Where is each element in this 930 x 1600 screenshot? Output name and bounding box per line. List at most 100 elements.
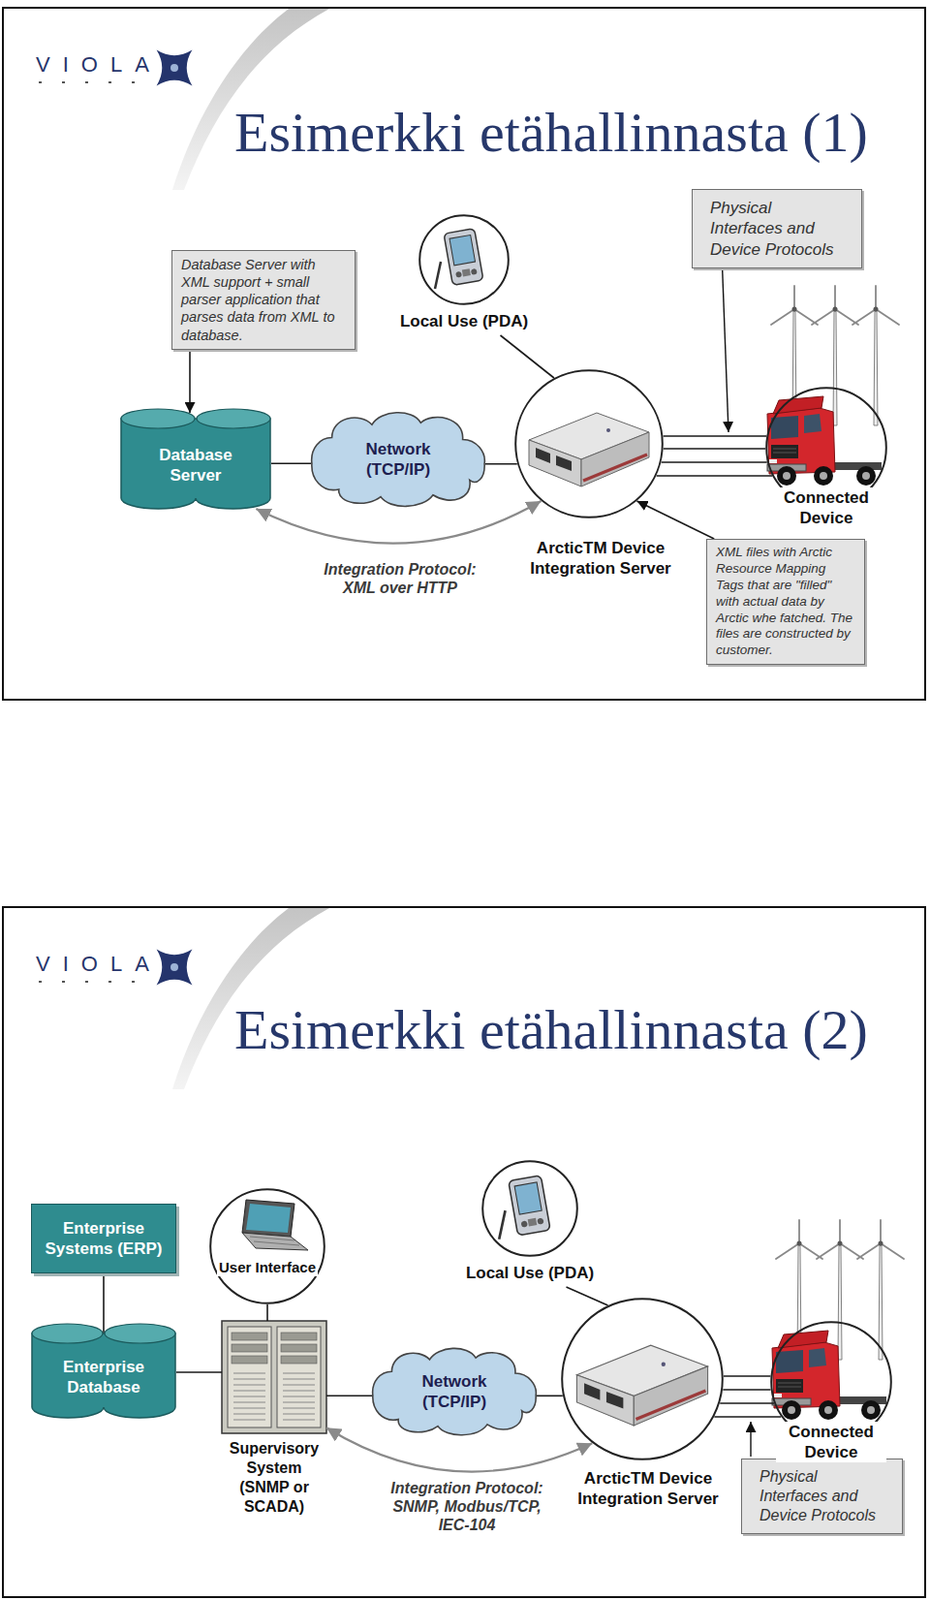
edge-label-holder: Integration Protocol: SNMP, Modbus/TCP, … — [373, 1478, 560, 1534]
slide-title-holder: Esimerkki etähallinnasta (2) — [234, 997, 868, 1062]
connector — [536, 1395, 563, 1397]
node-label: User Interface — [217, 1257, 318, 1276]
node-label: Local Use (PDA) — [391, 310, 537, 332]
node-outline — [419, 215, 509, 305]
connector — [566, 1286, 609, 1305]
logo-text-holder: VIOLA — [35, 951, 162, 977]
connector — [102, 1272, 105, 1333]
logo-text: VIOLA — [35, 951, 162, 977]
node-outline — [196, 408, 271, 429]
callout-box: Database Server with XML support + small… — [171, 249, 356, 350]
node-label: Network (TCP/IP) — [401, 1370, 508, 1412]
device-picture — [528, 412, 650, 487]
slide-title: Esimerkki etähallinnasta (1) — [234, 100, 868, 165]
logo-text: VIOLA — [35, 52, 162, 78]
pda-picture — [434, 228, 484, 289]
node-outline — [104, 1323, 176, 1343]
callout-box: XML files with Arctic Resource Mapping T… — [706, 538, 866, 665]
node-label: Database Server with XML support + small… — [181, 255, 346, 344]
node-label: Enterprise Systems (ERP) — [35, 1217, 172, 1259]
node-outline — [311, 412, 486, 507]
connector — [176, 1370, 222, 1373]
node-outline — [209, 1187, 326, 1304]
connector — [188, 349, 191, 413]
node-outline — [515, 370, 663, 518]
node-outline — [210, 1188, 325, 1303]
node-outline — [372, 1343, 537, 1438]
connector — [722, 1388, 771, 1391]
callout-box: Physical Interfaces and Device Protocols — [691, 188, 863, 269]
node-label: Database Server — [147, 444, 245, 486]
connector — [663, 447, 766, 450]
database-cylinder: Database Server — [120, 407, 272, 509]
leader-arrow — [722, 270, 729, 433]
erp-box: Enterprise Systems (ERP) — [31, 1203, 177, 1273]
node-outline — [418, 214, 510, 306]
supervisory-server: Supervisory System (SNMP or SCADA) — [221, 1320, 327, 1433]
connected-device-circle: Connected Device — [770, 1320, 893, 1443]
connector — [500, 335, 555, 378]
connector — [326, 1395, 372, 1397]
node-outline — [482, 1160, 578, 1256]
pda-node: Local Use (PDA) — [391, 214, 537, 336]
node-label: Local Use (PDA) — [457, 1262, 603, 1283]
node-label: Connected Device — [775, 1421, 887, 1462]
protocol-arrow — [255, 500, 541, 544]
connected-device-circle: Connected Device — [765, 386, 888, 509]
network-cloud: Network (TCP/IP) — [310, 407, 486, 510]
node-outline — [121, 418, 271, 509]
slide-title-holder: Esimerkki etähallinnasta (1) — [234, 100, 868, 165]
node-label: Physical Interfaces and Device Protocols — [759, 1466, 885, 1525]
truck-picture — [772, 1219, 904, 1420]
pda-node: Local Use (PDA) — [457, 1159, 603, 1287]
connector — [719, 1401, 775, 1404]
node-label: Physical Interfaces and Device Protocols — [710, 197, 844, 260]
laptop-picture — [242, 1199, 309, 1250]
node-label: ArcticTM Device Integration Server — [566, 1467, 730, 1509]
database-cylinder: Enterprise Database — [31, 1322, 177, 1418]
node-label: Connected Device — [771, 487, 882, 528]
node-outline — [561, 1298, 723, 1459]
connector — [271, 462, 311, 465]
integration-server-circle: ArcticTM Device Integration Server — [514, 369, 664, 519]
node-label: Supervisory System (SNMP or SCADA) — [222, 1438, 326, 1517]
connector — [713, 1415, 781, 1418]
node-label: Network (TCP/IP) — [344, 438, 452, 480]
node-outline — [31, 1333, 176, 1418]
node-outline — [310, 407, 486, 510]
logo-text-holder: VIOLA — [35, 52, 162, 78]
connector — [485, 463, 518, 465]
node-outline — [372, 1347, 537, 1434]
callout-box: Physical Interfaces and Device Protocols — [741, 1457, 903, 1534]
device-picture — [576, 1344, 708, 1426]
truck-picture — [767, 285, 899, 486]
slide-frame — [2, 7, 926, 700]
connector — [661, 461, 768, 464]
edge-label-holder: Integration Protocol: XML over HTTP — [308, 559, 493, 597]
node-label: ArcticTM Device Integration Server — [526, 537, 676, 579]
server-picture — [221, 1320, 327, 1433]
edge-label: Integration Protocol: SNMP, Modbus/TCP, … — [373, 1478, 560, 1534]
slide-title: Esimerkki etähallinnasta (2) — [234, 997, 868, 1062]
node-outline — [481, 1159, 579, 1257]
node-label: XML files with Arctic Resource Mapping T… — [715, 544, 856, 659]
edge-label: Integration Protocol: XML over HTTP — [308, 559, 493, 597]
connector — [266, 1303, 269, 1321]
connector — [656, 474, 774, 477]
connector — [637, 500, 715, 539]
pda-picture — [498, 1175, 551, 1240]
integration-server-circle: ArcticTM Device Integration Server — [560, 1297, 724, 1460]
slide-frame — [2, 906, 926, 1597]
user-interface-circle: User Interface — [209, 1187, 326, 1304]
network-cloud: Network (TCP/IP) — [372, 1343, 537, 1438]
connector — [663, 434, 768, 437]
node-outline — [560, 1297, 724, 1460]
node-label: Enterprise Database — [50, 1356, 157, 1397]
node-outline — [121, 408, 195, 429]
leader-arrow — [749, 1421, 751, 1457]
node-outline — [31, 1323, 103, 1343]
connector — [723, 1374, 771, 1377]
node-outline — [514, 369, 664, 519]
